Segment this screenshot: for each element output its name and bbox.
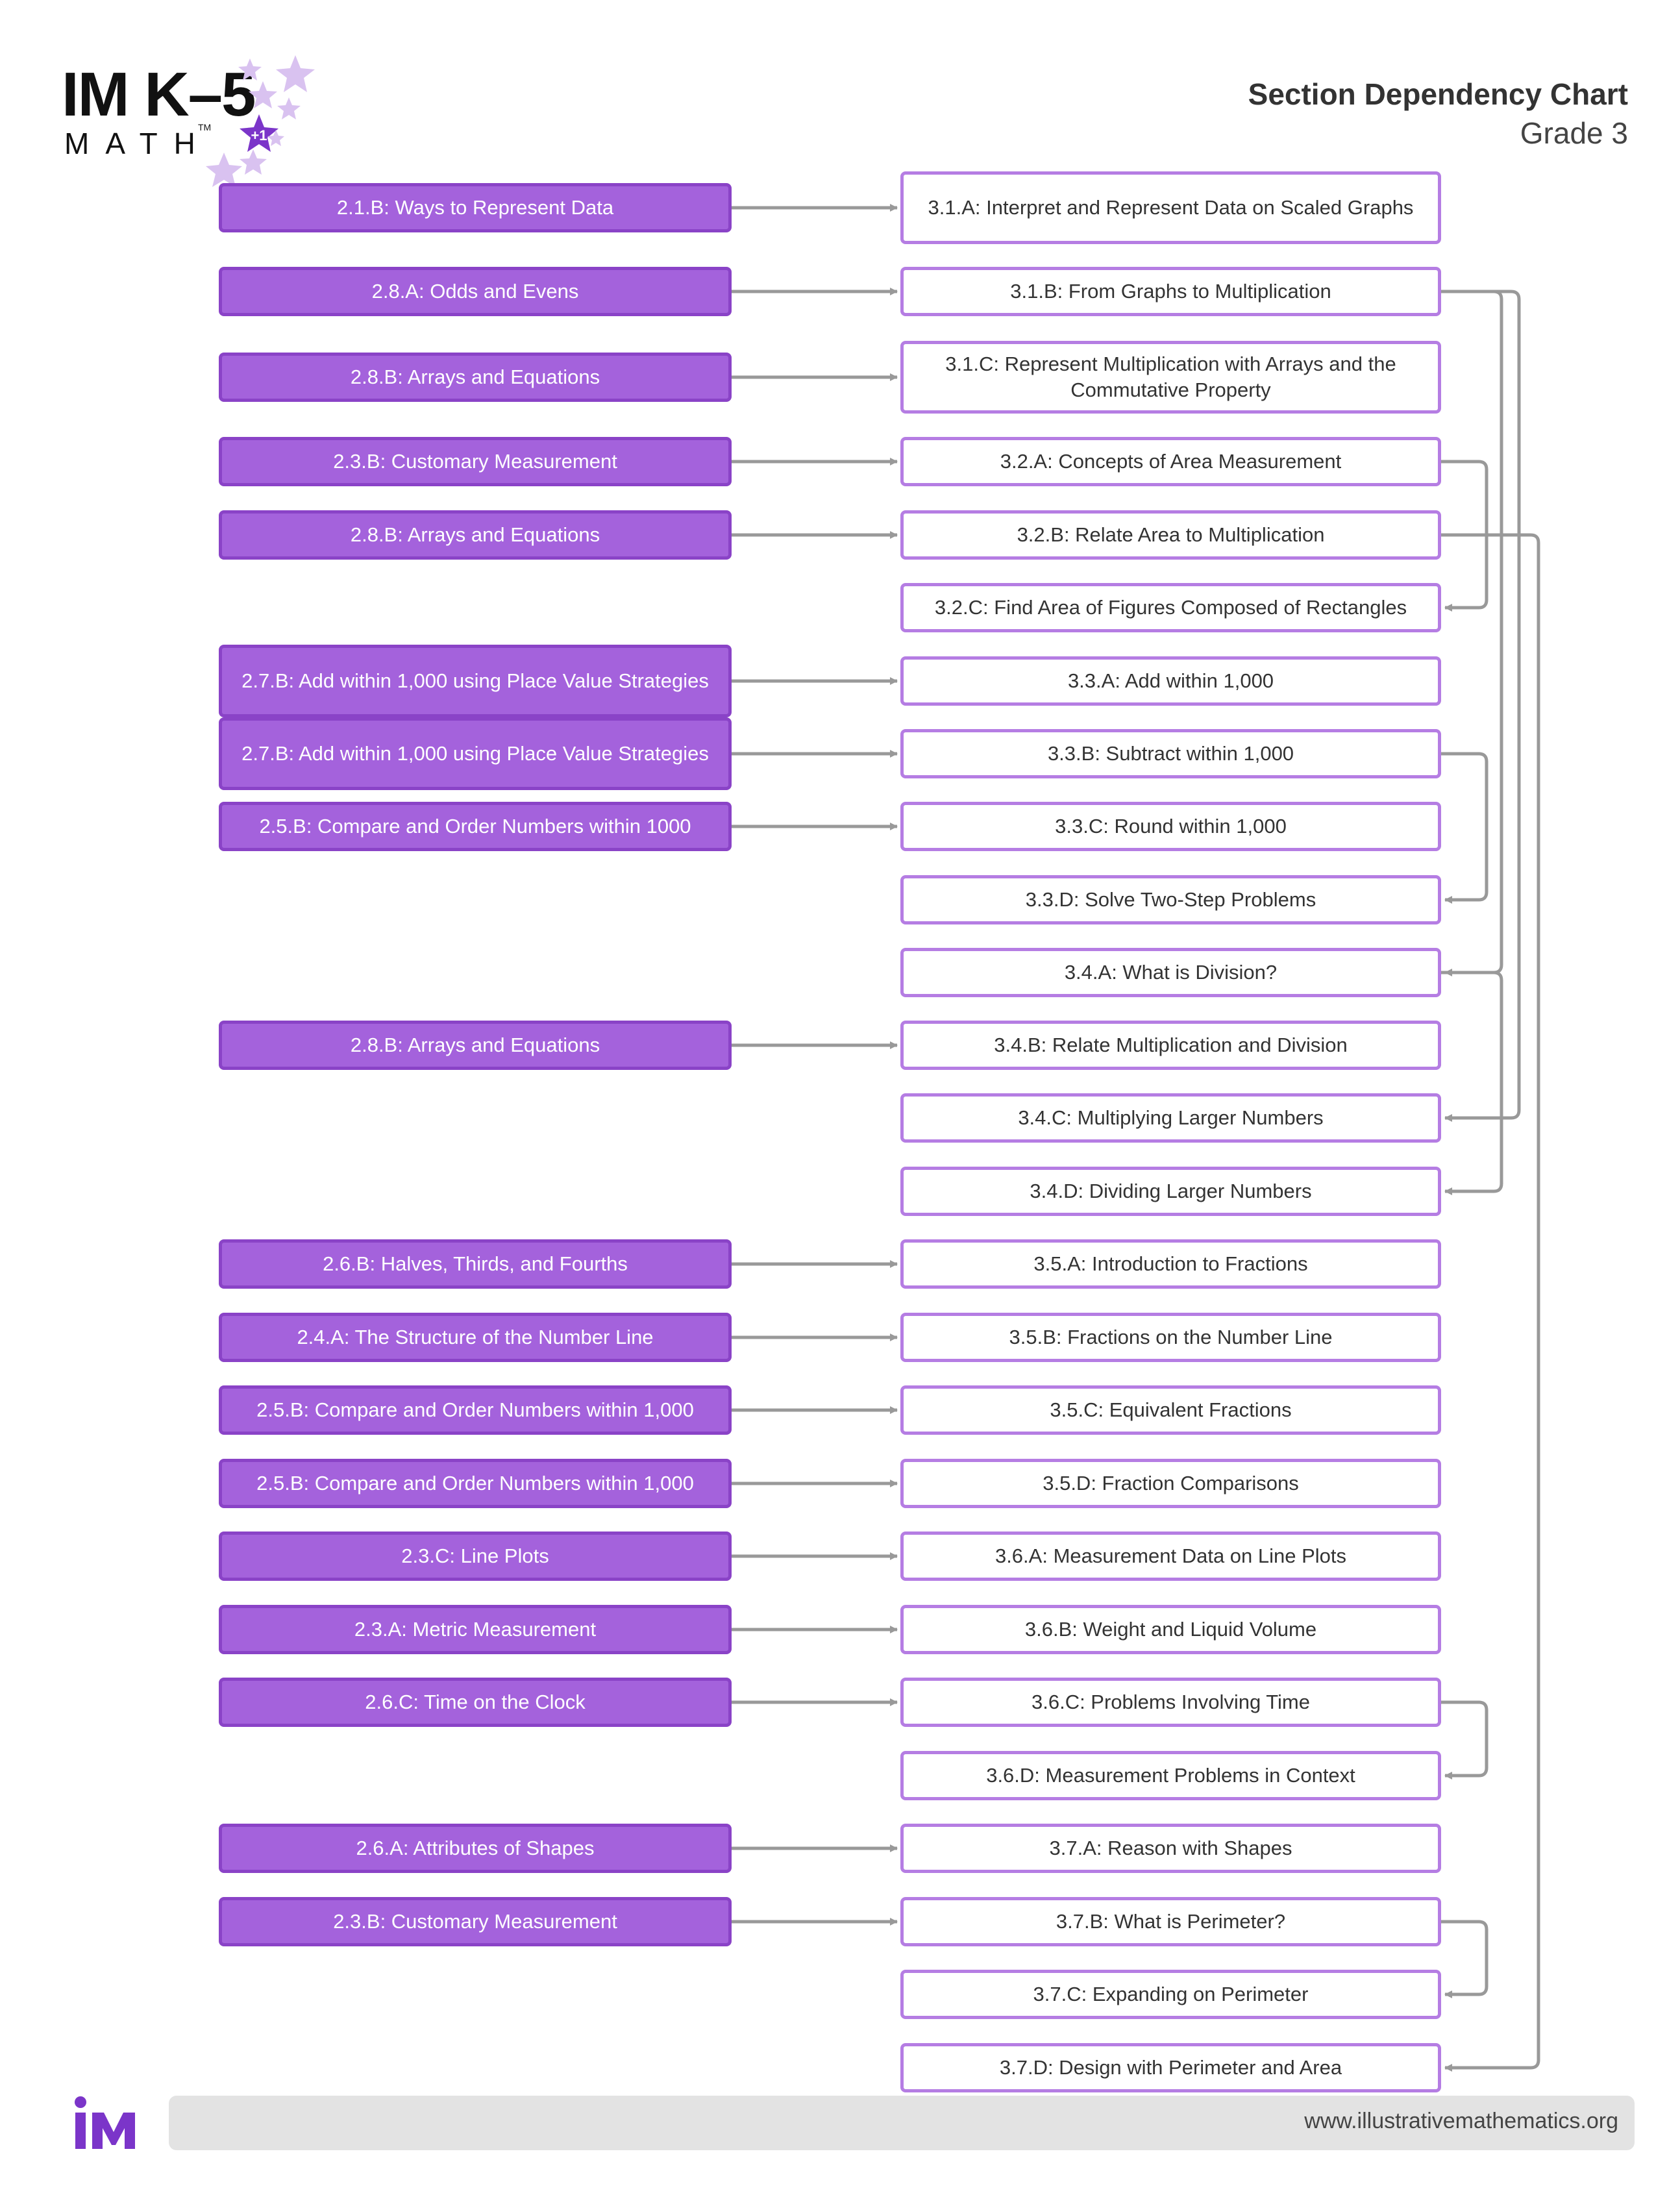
prerequisite-section-p14: 2.3.C: Line Plots: [219, 1532, 732, 1581]
logo-stars-icon: [206, 55, 315, 187]
im-k5-math-logo: IM K–5 MATH TM +1: [62, 52, 321, 201]
prerequisite-section-p13: 2.5.B: Compare and Order Numbers within …: [219, 1459, 732, 1508]
prerequisite-section-p15: 2.3.A: Metric Measurement: [219, 1605, 732, 1654]
grade3-section-3-7-b: 3.7.B: What is Perimeter?: [900, 1897, 1441, 1946]
grade3-section-3-1-c: 3.1.C: Represent Multiplication with Arr…: [900, 341, 1441, 414]
internal-arrow-3-2-B-to-3-7-D: [1441, 533, 1540, 2072]
logo-im-text: IM K–5: [62, 60, 256, 129]
grade3-section-3-4-a: 3.4.A: What is Division?: [900, 948, 1441, 997]
prerequisite-section-p5: 2.8.B: Arrays and Equations: [219, 510, 732, 560]
internal-arrow-3-4-A-to-3-4-D: [1441, 971, 1503, 1195]
prerequisite-section-p4: 2.3.B: Customary Measurement: [219, 437, 732, 486]
footer-bar: [169, 2096, 1635, 2150]
grade3-section-3-5-c: 3.5.C: Equivalent Fractions: [900, 1385, 1441, 1435]
grade3-section-3-2-b: 3.2.B: Relate Area to Multiplication: [900, 510, 1441, 560]
grade3-section-3-3-b: 3.3.B: Subtract within 1,000: [900, 729, 1441, 778]
prerequisite-section-p18: 2.3.B: Customary Measurement: [219, 1897, 732, 1946]
grade3-section-3-4-d: 3.4.D: Dividing Larger Numbers: [900, 1167, 1441, 1216]
grade3-section-3-3-c: 3.3.C: Round within 1,000: [900, 802, 1441, 851]
grade-subtitle: Grade 3: [1520, 116, 1628, 150]
prerequisite-section-p6: 2.7.B: Add within 1,000 using Place Valu…: [219, 645, 732, 717]
grade3-section-3-7-c: 3.7.C: Expanding on Perimeter: [900, 1970, 1441, 2019]
prerequisite-section-p7: 2.7.B: Add within 1,000 using Place Valu…: [219, 717, 732, 790]
grade3-section-3-5-a: 3.5.A: Introduction to Fractions: [900, 1239, 1441, 1289]
grade3-section-3-6-c: 3.6.C: Problems Involving Time: [900, 1678, 1441, 1727]
grade3-section-3-6-a: 3.6.A: Measurement Data on Line Plots: [900, 1532, 1441, 1581]
page-title: Section Dependency Chart: [1248, 77, 1628, 111]
grade3-section-3-3-a: 3.3.A: Add within 1,000: [900, 656, 1441, 706]
grade3-section-3-4-b: 3.4.B: Relate Multiplication and Divisio…: [900, 1021, 1441, 1070]
grade3-section-3-7-a: 3.7.A: Reason with Shapes: [900, 1824, 1441, 1873]
prerequisite-section-p12: 2.5.B: Compare and Order Numbers within …: [219, 1385, 732, 1435]
prerequisite-section-p1: 2.1.B: Ways to Represent Data: [219, 183, 732, 232]
prerequisite-section-p16: 2.6.C: Time on the Clock: [219, 1678, 732, 1727]
footer-url-link[interactable]: www.illustrativemathematics.org: [1304, 2109, 1618, 2133]
grade3-section-3-6-b: 3.6.B: Weight and Liquid Volume: [900, 1605, 1441, 1654]
grade3-section-3-5-d: 3.5.D: Fraction Comparisons: [900, 1459, 1441, 1508]
internal-arrow-3-1-B-to-3-4-A: [1441, 290, 1503, 976]
prerequisite-section-p9: 2.8.B: Arrays and Equations: [219, 1021, 732, 1070]
prerequisite-section-p11: 2.4.A: The Structure of the Number Line: [219, 1313, 732, 1362]
prerequisite-section-p3: 2.8.B: Arrays and Equations: [219, 353, 732, 402]
logo-star-badge-icon: +1: [240, 114, 278, 152]
prerequisite-section-p10: 2.6.B: Halves, Thirds, and Fourths: [219, 1239, 732, 1289]
grade3-section-3-7-d: 3.7.D: Design with Perimeter and Area: [900, 2043, 1441, 2092]
grade3-section-3-1-a: 3.1.A: Interpret and Represent Data on S…: [900, 171, 1441, 244]
svg-text:+1: +1: [251, 127, 267, 143]
internal-arrow-3-1-B-to-3-4-C: [1441, 290, 1521, 1122]
prerequisite-section-p17: 2.6.A: Attributes of Shapes: [219, 1824, 732, 1873]
illustrative-math-logo-icon: [75, 2096, 135, 2149]
grade3-section-3-5-b: 3.5.B: Fractions on the Number Line: [900, 1313, 1441, 1362]
prerequisite-section-p8: 2.5.B: Compare and Order Numbers within …: [219, 802, 732, 851]
internal-arrow-3-7-B-to-3-7-C: [1441, 1920, 1489, 1998]
prerequisite-section-p2: 2.8.A: Odds and Evens: [219, 267, 732, 316]
grade3-section-3-2-a: 3.2.A: Concepts of Area Measurement: [900, 437, 1441, 486]
grade3-section-3-1-b: 3.1.B: From Graphs to Multiplication: [900, 267, 1441, 316]
grade3-section-3-3-d: 3.3.D: Solve Two-Step Problems: [900, 875, 1441, 924]
grade3-section-3-6-d: 3.6.D: Measurement Problems in Context: [900, 1751, 1441, 1800]
grade3-section-3-2-c: 3.2.C: Find Area of Figures Composed of …: [900, 583, 1441, 632]
logo-math-text: MATH: [64, 127, 212, 160]
internal-arrow-3-6-C-to-3-6-D: [1441, 1700, 1489, 1780]
logo-trademark: TM: [198, 122, 212, 132]
grade3-section-3-4-c: 3.4.C: Multiplying Larger Numbers: [900, 1093, 1441, 1143]
internal-arrow-3-3-B-to-3-3-D: [1441, 752, 1489, 904]
